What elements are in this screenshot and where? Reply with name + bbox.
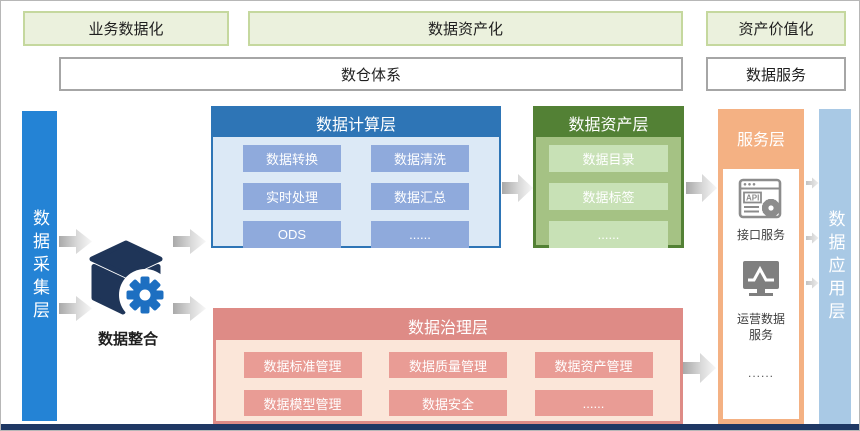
line-chart-monitor-icon xyxy=(743,261,779,297)
data-collection-layer-bar: 数据采集层 xyxy=(22,111,57,421)
arrow-right-icon xyxy=(59,296,92,321)
governance-layer-title: 数据治理层 xyxy=(216,311,680,340)
asset-item: 数据标签 xyxy=(549,183,668,210)
asset-layer-title: 数据资产层 xyxy=(536,109,681,137)
compute-item: 数据汇总 xyxy=(371,183,469,210)
phase-box-asset: 数据资产化 xyxy=(248,11,683,46)
phase-label: 业务数据化 xyxy=(88,21,164,38)
service-layer-content: API 接口服务 运营数据服务 ...... xyxy=(723,169,799,419)
ops-service-label: 运营数据服务 xyxy=(736,312,785,343)
phase-box-business: 业务数据化 xyxy=(23,11,229,46)
arrow-right-icon xyxy=(59,229,92,254)
system-box-warehouse: 数仓体系 xyxy=(59,57,683,91)
governance-item: 数据资产管理 xyxy=(534,352,653,378)
asset-layer-items: 数据目录 数据标签 ...... xyxy=(536,137,681,248)
governance-item: ...... xyxy=(534,390,653,416)
system-label: 数据服务 xyxy=(745,66,806,84)
phase-label: 数据资产化 xyxy=(427,21,503,38)
integration-label: 数据整合 xyxy=(97,331,158,348)
compute-item: ODS xyxy=(243,221,341,248)
bottom-accent-bar xyxy=(1,424,859,430)
governance-item: 数据标准管理 xyxy=(243,352,362,378)
compute-layer-title: 数据计算层 xyxy=(213,108,499,137)
data-collection-layer-label: 数据采集层 xyxy=(30,208,49,324)
compute-item: 数据转换 xyxy=(243,145,341,172)
system-box-data-service: 数据服务 xyxy=(706,57,846,91)
phase-label: 资产价值化 xyxy=(738,21,814,38)
asset-layer-box: 数据资产层 数据目录 数据标签 ...... xyxy=(533,106,684,248)
compute-item: ...... xyxy=(371,221,469,248)
governance-item: 数据安全 xyxy=(389,390,507,416)
cube-gear-icon xyxy=(89,240,167,321)
service-layer-title: 服务层 xyxy=(736,132,785,149)
arrow-right-icon xyxy=(502,174,533,202)
governance-layer-items: 数据标准管理 数据质量管理 数据资产管理 数据模型管理 数据安全 ...... xyxy=(216,340,680,416)
system-label: 数仓体系 xyxy=(340,66,401,84)
api-service-label: 接口服务 xyxy=(736,228,785,242)
service-layer-box: 服务层 API 接口服务 xyxy=(718,109,804,424)
phase-box-value: 资产价值化 xyxy=(706,11,846,46)
compute-item: 数据清洗 xyxy=(371,145,469,172)
small-arrow-right-icon xyxy=(806,277,819,289)
api-browser-icon: API xyxy=(738,178,782,219)
arrow-right-icon xyxy=(173,229,206,254)
arrow-right-icon xyxy=(173,296,206,321)
compute-layer-items: 数据转换 数据清洗 实时处理 数据汇总 ODS ...... xyxy=(213,137,499,248)
governance-item: 数据质量管理 xyxy=(389,352,507,378)
governance-layer-box: 数据治理层 数据标准管理 数据质量管理 数据资产管理 数据模型管理 数据安全 .… xyxy=(213,308,683,424)
small-arrow-right-icon xyxy=(806,177,819,189)
arrow-right-icon xyxy=(683,353,716,383)
asset-item: ...... xyxy=(549,221,668,248)
api-icon-text: API xyxy=(746,194,759,203)
data-application-layer-bar: 数据应用层 xyxy=(819,109,851,426)
data-application-layer-label: 数据应用层 xyxy=(825,210,845,325)
small-arrow-right-icon xyxy=(806,232,819,244)
arrow-right-icon xyxy=(686,174,717,202)
service-more-dots: ...... xyxy=(747,365,774,380)
asset-item: 数据目录 xyxy=(549,145,668,172)
governance-item: 数据模型管理 xyxy=(243,390,362,416)
compute-layer-box: 数据计算层 数据转换 数据清洗 实时处理 数据汇总 ODS ...... xyxy=(211,106,501,248)
compute-item: 实时处理 xyxy=(243,183,341,210)
